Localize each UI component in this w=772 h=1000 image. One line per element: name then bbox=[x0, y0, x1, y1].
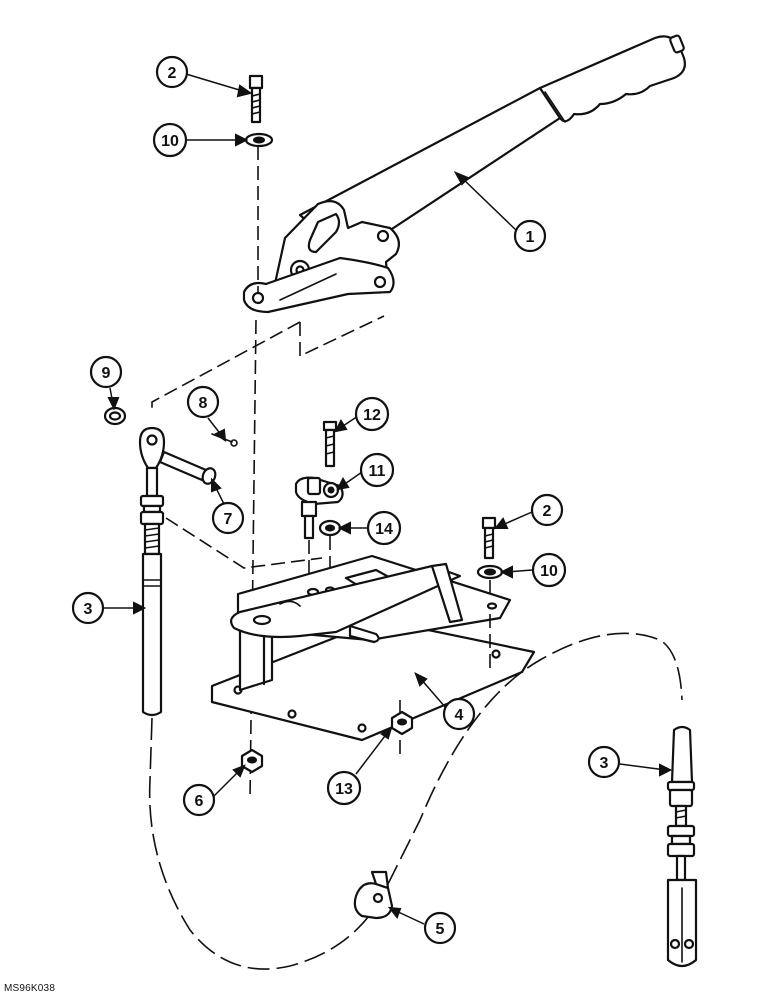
callout-6: 6 bbox=[182, 783, 216, 817]
svg-text:10: 10 bbox=[161, 133, 179, 150]
callout-7: 7 bbox=[211, 501, 245, 535]
svg-text:11: 11 bbox=[369, 463, 386, 480]
right-washer bbox=[476, 564, 504, 580]
callout-12: 12 bbox=[354, 396, 390, 432]
svg-text:2: 2 bbox=[543, 503, 552, 520]
svg-text:4: 4 bbox=[455, 707, 464, 724]
cable-clip bbox=[353, 870, 394, 920]
callout-11: 11 bbox=[359, 452, 395, 488]
svg-text:12: 12 bbox=[363, 407, 381, 424]
hex-nut-13 bbox=[390, 710, 414, 736]
svg-text:8: 8 bbox=[199, 395, 208, 412]
callout-2-upper: 2 bbox=[155, 55, 189, 89]
callout-2-right: 2 bbox=[530, 493, 564, 527]
callout-1: 1 bbox=[513, 219, 547, 253]
svg-text:14: 14 bbox=[375, 521, 393, 538]
hand-brake-lever bbox=[242, 34, 686, 314]
callout-10-upper: 10 bbox=[152, 122, 188, 158]
svg-text:7: 7 bbox=[224, 511, 233, 528]
svg-text:1: 1 bbox=[526, 229, 535, 246]
switch-assembly bbox=[294, 476, 344, 540]
adjuster-screw bbox=[322, 420, 338, 468]
brake-cable-left bbox=[138, 426, 166, 717]
svg-text:10: 10 bbox=[540, 563, 558, 580]
svg-text:3: 3 bbox=[600, 755, 609, 772]
upper-washer bbox=[244, 132, 274, 148]
lock-nut-14 bbox=[318, 519, 342, 537]
right-bolt bbox=[481, 516, 497, 560]
hex-nut-6 bbox=[240, 748, 264, 774]
callout-8: 8 bbox=[186, 385, 220, 419]
callout-9: 9 bbox=[89, 355, 123, 389]
svg-text:5: 5 bbox=[436, 921, 445, 938]
callout-14: 14 bbox=[366, 510, 402, 546]
figure-code: MS96K038 bbox=[4, 983, 56, 994]
svg-text:3: 3 bbox=[84, 601, 93, 618]
brake-cable-right bbox=[666, 725, 698, 968]
upper-bolt bbox=[248, 74, 264, 124]
callout-3-left: 3 bbox=[71, 591, 105, 625]
callout-4: 4 bbox=[442, 697, 476, 731]
clevis-pin bbox=[158, 450, 217, 485]
mounting-plate bbox=[210, 554, 536, 742]
leader-lines bbox=[104, 73, 673, 925]
svg-text:6: 6 bbox=[195, 793, 204, 810]
callout-10-right: 10 bbox=[531, 552, 567, 588]
snap-ring bbox=[103, 406, 127, 426]
callout-3-right: 3 bbox=[587, 745, 621, 779]
callout-13: 13 bbox=[326, 770, 362, 806]
svg-text:13: 13 bbox=[335, 781, 353, 798]
callout-5: 5 bbox=[423, 911, 457, 945]
svg-text:9: 9 bbox=[102, 365, 111, 382]
svg-text:2: 2 bbox=[168, 65, 177, 82]
